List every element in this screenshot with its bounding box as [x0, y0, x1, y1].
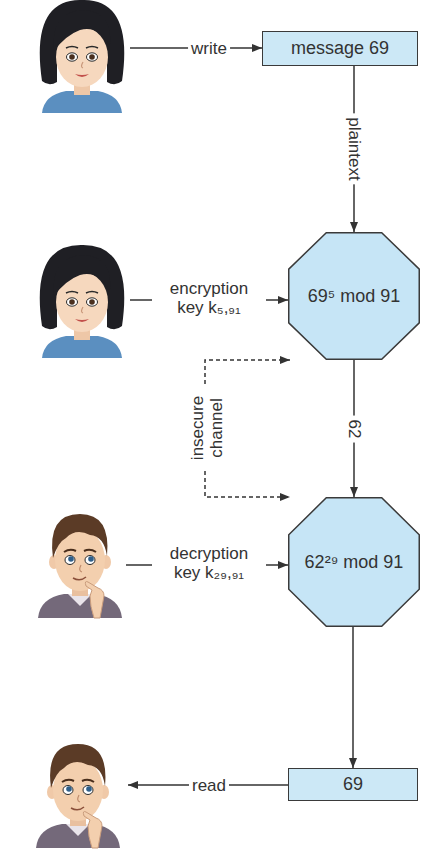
- edge-label: plaintext: [345, 113, 364, 184]
- flow-arrow: [353, 360, 355, 497]
- woman-figure: [40, 245, 125, 358]
- flow-arrow: [352, 627, 354, 768]
- key-label: encryption key k₅,₉₁: [152, 279, 266, 317]
- node-text: message 69: [291, 38, 389, 59]
- read-arrow: [128, 784, 288, 786]
- encrypt-octagon: 69⁵ mod 91: [288, 232, 420, 360]
- flow-arrow: [353, 66, 355, 232]
- channel-label: insecure channel: [188, 386, 226, 470]
- message-box: message 69: [262, 31, 418, 66]
- decrypt-octagon: 62²⁹ mod 91: [288, 497, 420, 627]
- woman-figure: [40, 0, 125, 113]
- action-label: write: [188, 39, 230, 58]
- action-label: read: [189, 776, 229, 795]
- man-figure: [36, 744, 120, 848]
- node-text: 69⁵ mod 91: [308, 286, 401, 307]
- node-text: 69: [343, 774, 363, 795]
- node-text: 62²⁹ mod 91: [305, 552, 404, 573]
- key-arrow: [126, 564, 288, 566]
- insecure-channel-bracket: [205, 360, 290, 497]
- edge-label: 62: [345, 415, 364, 442]
- man-figure: [38, 514, 122, 618]
- key-arrow: [130, 299, 288, 301]
- result-box: 69: [288, 768, 418, 801]
- write-arrow: [130, 47, 262, 49]
- key-label: decryption key k₂₉,₉₁: [152, 544, 266, 582]
